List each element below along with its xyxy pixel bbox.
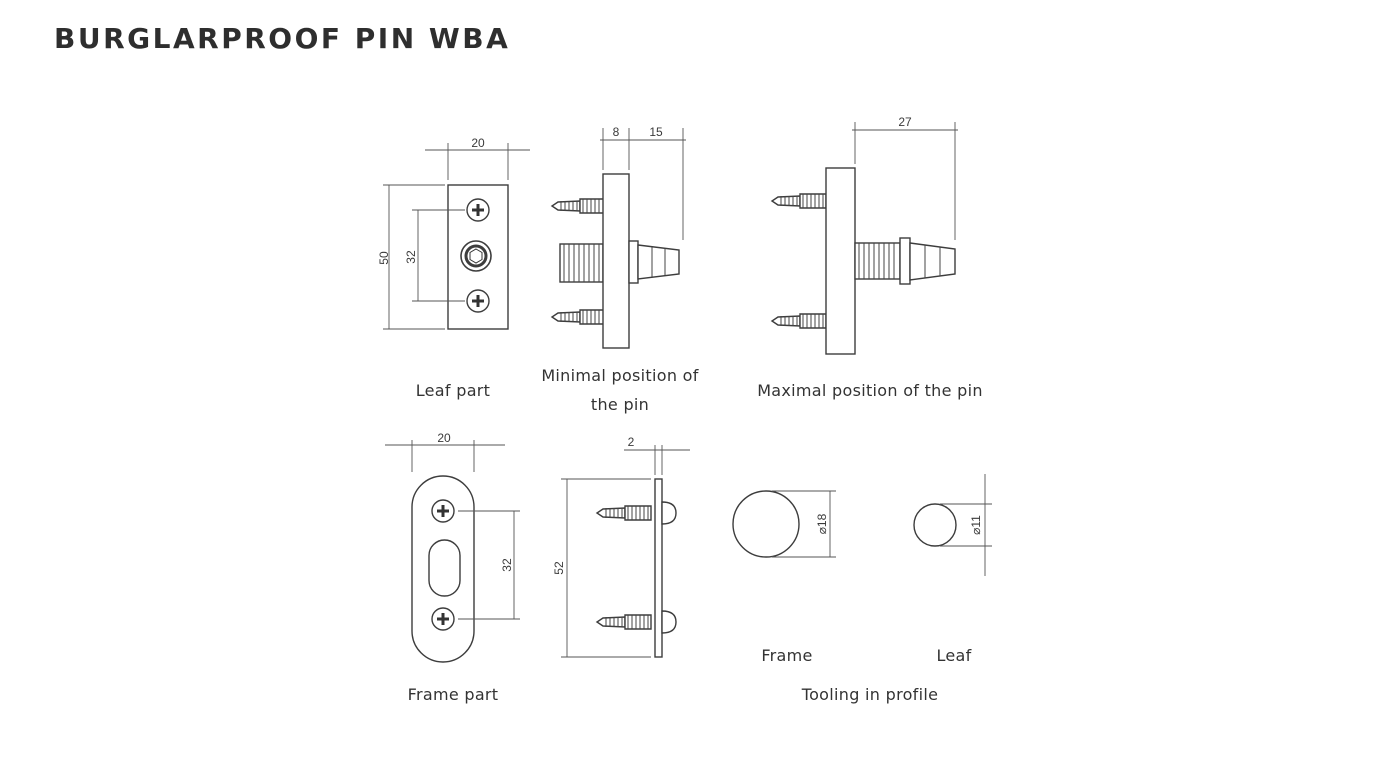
page-title: BURGLARPROOF PIN WBA	[54, 22, 511, 55]
caption-tooling: Tooling in profile	[801, 685, 939, 704]
caption-minimal-line1: Minimal position of	[541, 366, 698, 385]
tooling-frame-hole	[732, 490, 836, 558]
frame-side-view	[561, 445, 690, 658]
caption-maximal: Maximal position of the pin	[757, 381, 983, 400]
caption-leaf-part: Leaf part	[416, 381, 491, 400]
dim-min-pin: 15	[649, 125, 663, 139]
caption-minimal-line2: the pin	[591, 395, 649, 414]
dim-leaf-height: 50	[377, 251, 391, 265]
dim-frame-side-height: 52	[552, 561, 566, 575]
dim-max-pin: 27	[898, 115, 912, 129]
dim-min-plate: 8	[613, 125, 620, 139]
dim-frame-width: 20	[437, 431, 451, 445]
dim-leaf-hole-spacing: 32	[404, 250, 418, 264]
frame-part-view	[385, 440, 520, 663]
minimal-position-view	[551, 128, 686, 349]
dim-frame-side-thickness: 2	[628, 435, 635, 449]
dim-frame-hole-spacing: 32	[500, 558, 514, 572]
leaf-part-view	[383, 143, 530, 330]
pin-slot	[428, 539, 461, 597]
caption-leaf: Leaf	[936, 646, 971, 665]
screw-head-icon	[430, 606, 456, 632]
tooling-leaf-hole	[913, 474, 992, 576]
maximal-position-view	[771, 122, 958, 355]
screw-head-icon	[465, 288, 491, 314]
dim-tool-leaf-dia: ⌀11	[969, 515, 983, 535]
screw-head-icon	[465, 197, 491, 223]
caption-frame: Frame	[761, 646, 812, 665]
screw-head-icon	[430, 498, 456, 524]
dim-leaf-width: 20	[471, 136, 485, 150]
dim-tool-frame-dia: ⌀18	[815, 513, 829, 534]
caption-frame-part: Frame part	[408, 685, 499, 704]
